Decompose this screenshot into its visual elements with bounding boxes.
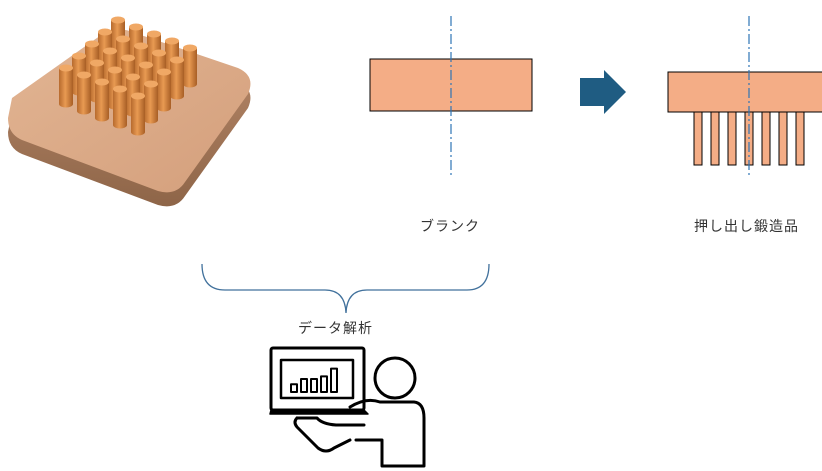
chart-bar-1 [290, 383, 298, 394]
pin-top [139, 61, 153, 69]
pin-top [134, 42, 148, 50]
product-base [667, 71, 822, 113]
fin-7 [795, 111, 805, 166]
pin-body [131, 96, 145, 136]
pin-top [85, 40, 99, 48]
forged-product-label: 押し出し鍛造品 [694, 219, 799, 235]
pin-top [108, 66, 122, 74]
fin-5 [761, 111, 771, 166]
pin-top [126, 73, 140, 81]
forged-product-diagram [667, 16, 822, 176]
fin-3 [727, 111, 737, 166]
person-arm [295, 416, 366, 427]
laptop-base [269, 409, 369, 415]
pin-top [116, 35, 130, 43]
pin-3-4 [144, 80, 158, 124]
pin-4-1 [77, 71, 91, 115]
pin-top [129, 23, 143, 31]
pin-fin-3d-model [8, 16, 251, 207]
chart-bar-5 [330, 367, 338, 394]
chart-bar-4 [320, 375, 328, 393]
pin-top [103, 47, 117, 55]
pin-top [111, 16, 125, 24]
chart-bar-3 [310, 378, 318, 393]
pin-top [183, 44, 197, 52]
curly-brace [201, 263, 490, 314]
pin-top [90, 59, 104, 67]
person-head [373, 356, 417, 400]
pin-top [95, 78, 109, 86]
pin-top [165, 37, 179, 45]
pin-top [59, 64, 73, 72]
chart-frame [279, 358, 355, 400]
person-laptop-chart-icon [269, 346, 426, 468]
pin-body [59, 68, 73, 108]
data-analysis-label: データ解析 [298, 321, 373, 337]
right-arrow-icon [580, 70, 626, 114]
pin-top [131, 92, 145, 100]
pin-top [170, 56, 184, 64]
blank-diagram [369, 16, 533, 176]
pin-0-4 [183, 44, 197, 88]
blank-label: ブランク [420, 219, 480, 235]
pin-4-3 [113, 85, 127, 129]
pin-body [113, 89, 127, 129]
pin-body [95, 82, 110, 122]
chart-bar-2 [300, 378, 308, 393]
pin-4-0 [59, 64, 73, 108]
fin-2 [710, 111, 720, 166]
pin-2-4 [157, 68, 171, 112]
pin-top [144, 80, 158, 88]
pin-top [113, 85, 127, 93]
pin-top [152, 49, 166, 57]
pin-body [157, 72, 171, 112]
fin-6 [778, 111, 788, 166]
person-body [348, 398, 426, 468]
pin-body [183, 48, 197, 88]
pin-top [77, 71, 91, 79]
pin-body [77, 75, 91, 115]
pin-top [147, 30, 161, 38]
pin-top [121, 54, 135, 62]
fin-1 [693, 111, 703, 166]
pin-top [157, 68, 171, 76]
person-hand [293, 416, 352, 453]
pin-4-4 [131, 92, 145, 136]
pin-top [72, 52, 86, 60]
chart-bars [290, 367, 338, 394]
pin-top [98, 28, 112, 36]
pin-body [144, 84, 158, 124]
pin-1-4 [170, 56, 184, 100]
pin-array [59, 16, 197, 136]
pin-body [170, 60, 184, 100]
pin-4-2 [95, 78, 110, 122]
